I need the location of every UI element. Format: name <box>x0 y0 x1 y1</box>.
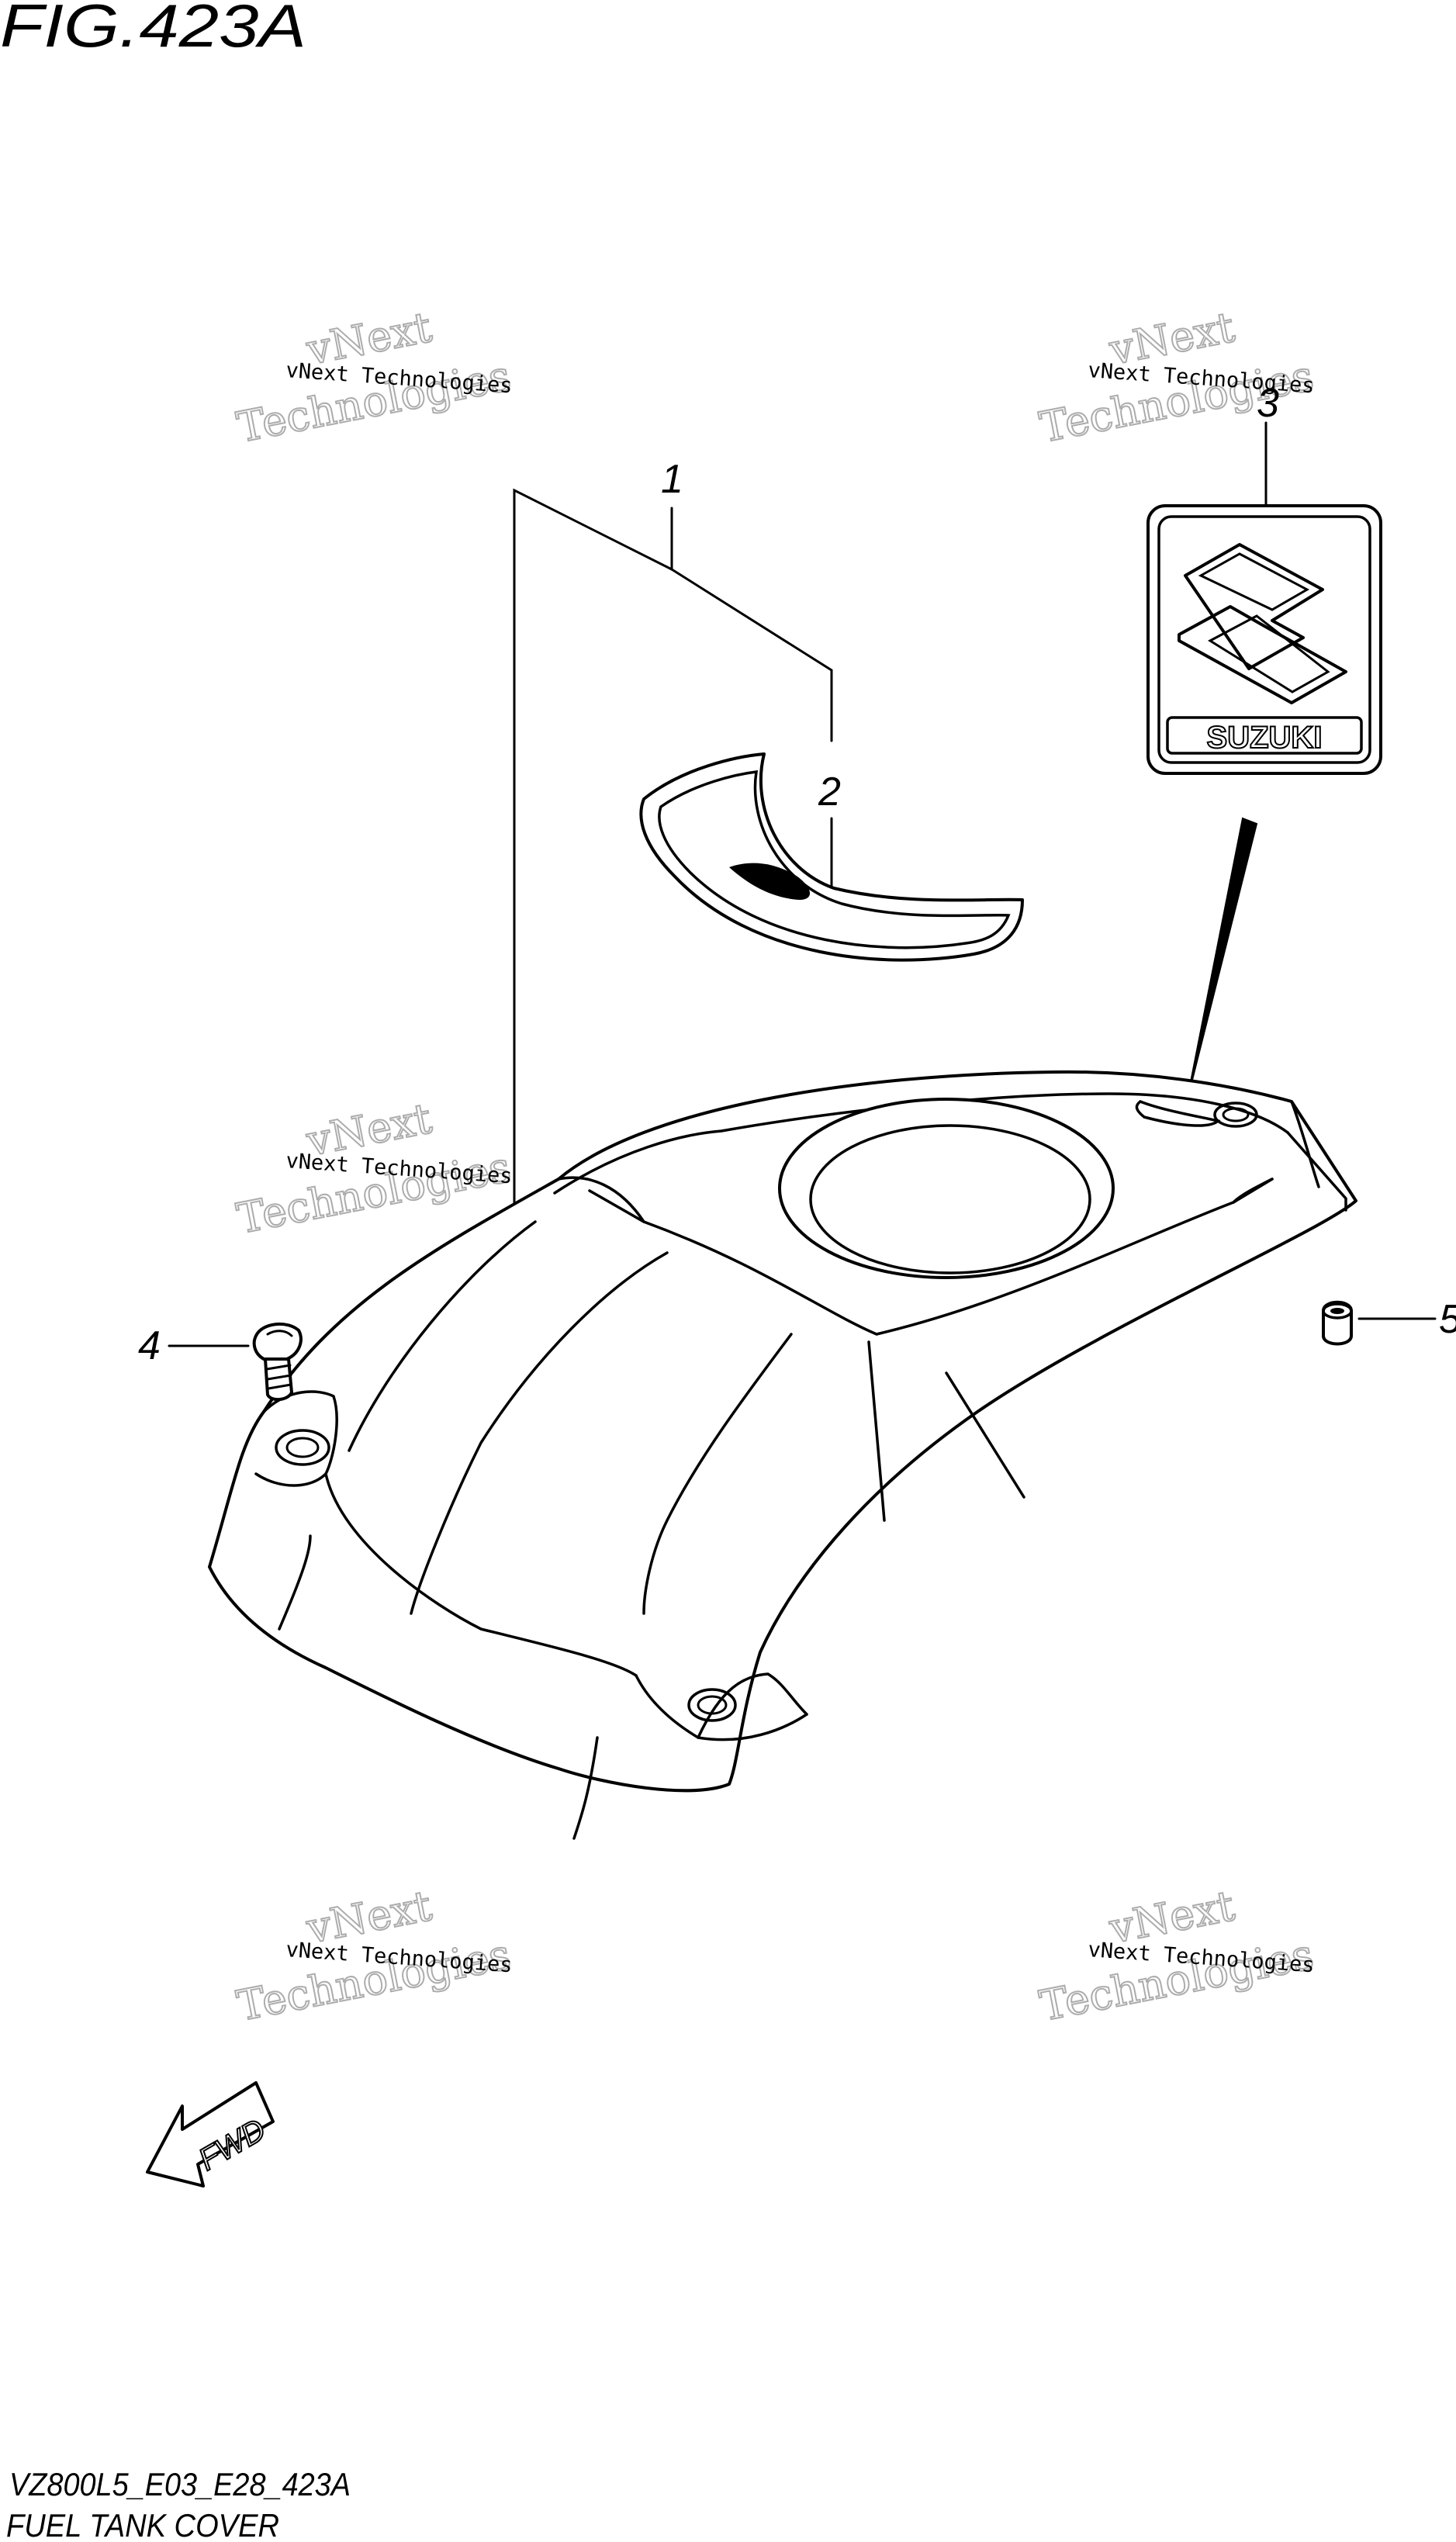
watermark-mid-left: vNext Technologies vNext Technologies <box>232 1093 515 1244</box>
watermark-top-left: vNext Technologies vNext Technologies <box>232 302 515 453</box>
tank-pad-part-2 <box>639 752 1024 962</box>
figure-title: FIG.423A <box>0 0 306 60</box>
leader-line-part-3 <box>1186 421 1268 1102</box>
watermark-bottom-right: vNext Technologies vNext Technologies <box>1035 1880 1318 2032</box>
suzuki-s-logo <box>1178 543 1347 704</box>
figure-name: FUEL TANK COVER <box>6 2507 279 2542</box>
emblem-brand-text: SUZUKI <box>1207 721 1323 755</box>
callout-1: 1 <box>661 457 683 502</box>
grommet-part-5 <box>1322 1300 1353 1346</box>
emblem-part-3: SUZUKI <box>1146 504 1382 775</box>
filler-opening <box>778 1098 1115 1279</box>
callout-4: 4 <box>138 1323 161 1368</box>
screw-part-4 <box>252 1322 303 1402</box>
callout-2: 2 <box>818 770 841 814</box>
leader-line-part-1 <box>513 488 833 1221</box>
figure-code: VZ800L5_E03_E28_423A <box>9 2466 351 2502</box>
watermark-top-right: vNext Technologies vNext Technologies <box>1035 302 1318 453</box>
watermark-bottom-left: vNext Technologies vNext Technologies <box>232 1880 515 2032</box>
callout-5: 5 <box>1439 1297 1456 1342</box>
fuel-tank-cover-part-1 <box>208 1070 1357 1840</box>
callout-3: 3 <box>1257 381 1279 426</box>
forward-direction-arrow: FWD <box>146 2081 275 2188</box>
